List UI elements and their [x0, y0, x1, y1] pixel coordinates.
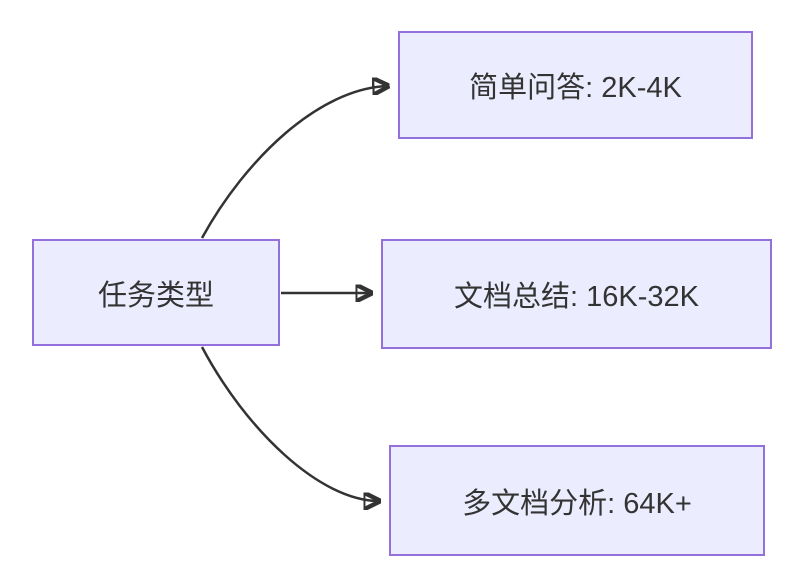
node-multidoc-analysis-label: 多文档分析: 64K+ — [462, 487, 692, 520]
edge-task-type-to-multidoc-analysis — [200, 346, 379, 501]
node-doc-summary-label: 文档总结: 16K-32K — [454, 281, 699, 313]
node-task-type: 任务类型 — [32, 239, 280, 346]
edge-task-type-to-simple-qa — [200, 86, 388, 239]
node-simple-qa: 简单问答: 2K-4K — [398, 31, 753, 139]
node-doc-summary: 文档总结: 16K-32K — [381, 239, 772, 349]
node-task-type-label: 任务类型 — [97, 279, 214, 312]
node-simple-qa-label: 简单问答: 2K-4K — [469, 72, 682, 104]
node-multidoc-analysis: 多文档分析: 64K+ — [389, 445, 765, 556]
